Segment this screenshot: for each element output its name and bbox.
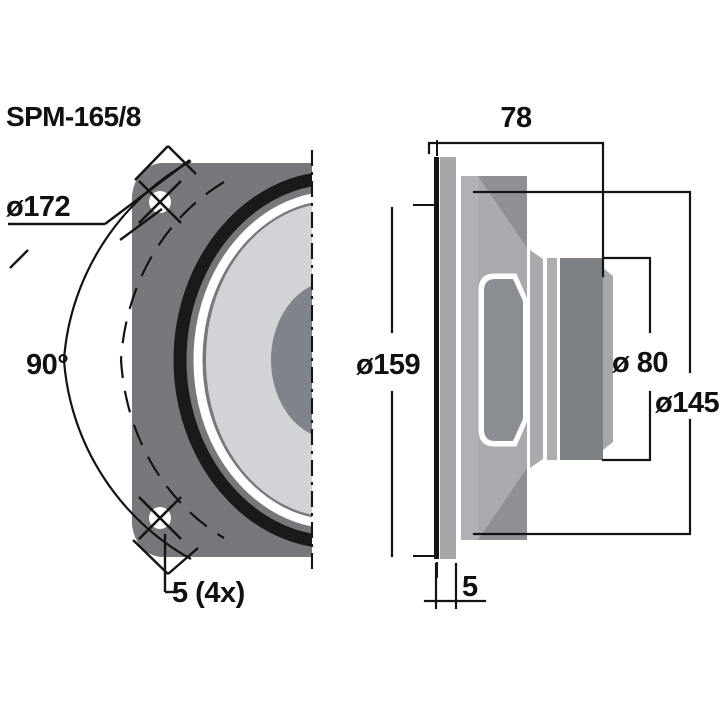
hole-leader-upper-right: [167, 145, 197, 175]
flange-thickness-label: 5: [462, 571, 478, 603]
rear-plate-1: [530, 250, 543, 468]
basket-diameter-label: ø145: [655, 387, 719, 419]
magnet-block: [560, 258, 603, 460]
hole-leader-lower-right: [132, 539, 169, 575]
angle-label: 90°: [26, 349, 68, 381]
speaker-dustcap: [271, 285, 312, 435]
rear-plate-gap-2: [557, 258, 560, 460]
hole-leader-upper-left: [134, 145, 169, 181]
surround-highlight: [193, 193, 312, 527]
basket-diameter-bracket: [472, 190, 692, 374]
bolt-circle-arc: [62, 160, 192, 560]
basket-window-outline: [478, 273, 528, 447]
basket-rim: [461, 176, 478, 540]
flange-plate: [440, 157, 456, 559]
mounting-hole-bottom: [138, 496, 182, 540]
magnet-diameter-bracket: [601, 256, 652, 334]
angle-arc-tick-upper: [119, 208, 163, 241]
side-view: [413, 140, 613, 578]
page-title: SPM-165/8: [6, 101, 141, 132]
magnet-back-cap: [603, 268, 613, 450]
hole-note-label: 5 (4x): [172, 577, 245, 609]
magnet-diameter-bracket-2: [601, 390, 652, 462]
depth-label: 78: [500, 102, 532, 134]
frame-diameter-label: ø159: [356, 349, 420, 381]
mounting-hole-top: [138, 180, 182, 224]
depth-dim-bracket: [427, 141, 605, 278]
speaker-surround-ring: [173, 173, 312, 547]
angle-arc: [119, 181, 225, 539]
flange-diameter-label: ø172: [6, 191, 70, 223]
flange-gap: [456, 157, 461, 559]
basket-diameter-bracket-2: [472, 418, 692, 536]
flange-diameter-leader-d: [104, 159, 191, 225]
basket-shoulder-lower: [478, 468, 527, 540]
side-view-dimensions: 78 ø159 ø 80 ø145 5: [356, 102, 720, 610]
baffle-plane-line: [434, 157, 439, 559]
front-view: [132, 150, 314, 575]
hole-leader-lower-right2: [167, 547, 199, 575]
rear-plate-2: [547, 258, 557, 460]
front-view-dimensions: ø172 90° 5 (4x): [6, 145, 245, 609]
basket-shoulder-upper: [478, 176, 527, 248]
magnet-diameter-label: ø 80: [612, 347, 668, 379]
basket-window: [484, 279, 523, 441]
hole-leader-lower-left: [9, 249, 29, 269]
speaker-cone: [206, 205, 312, 515]
rear-plate-gap: [543, 258, 547, 460]
